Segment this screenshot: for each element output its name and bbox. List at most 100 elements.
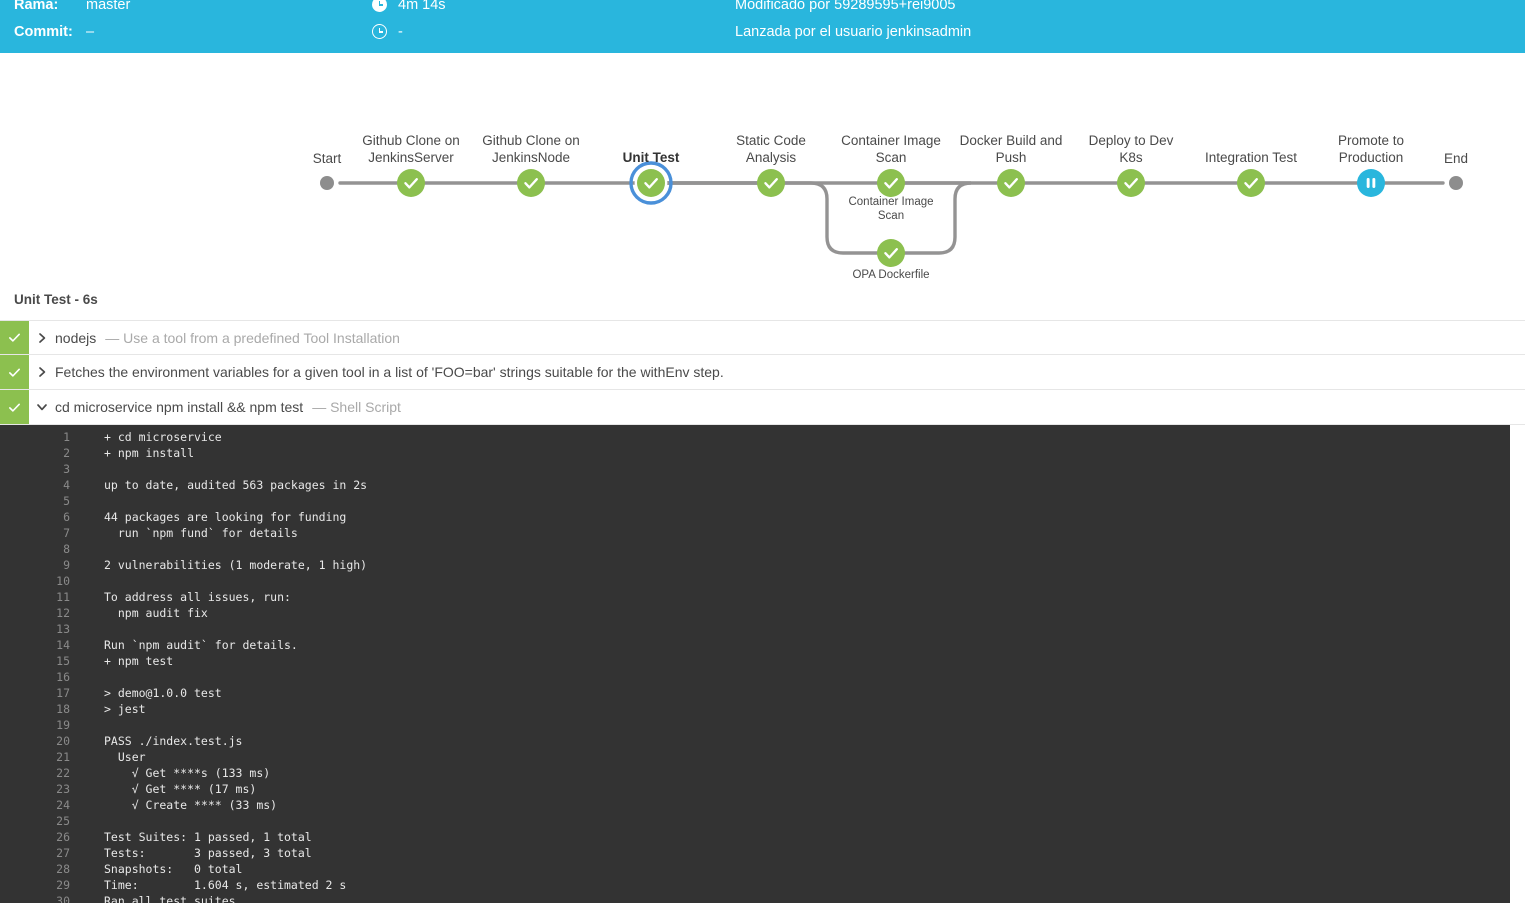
console-line-number: 26 [56,830,70,844]
console-line-text: run `npm fund` for details [104,526,298,540]
console-line-number: 17 [56,686,70,700]
stage-label-end[interactable]: End [1443,151,1469,166]
chevron-right-icon[interactable] [29,366,55,378]
console-line-text [78,493,104,509]
pipeline-node-stage-6[interactable] [1117,169,1145,197]
chevron-down-icon[interactable] [29,401,55,413]
console-line-text [78,621,104,637]
pipeline-node-end[interactable] [1449,176,1463,190]
console-log-line: 5 [0,493,1510,509]
duration-clock-icon [372,0,387,12]
pipeline-graph: Start Github Clone on JenkinsServer Github… [0,53,1525,290]
console-line-number: 29 [56,878,70,892]
console-line-number: 9 [63,558,70,572]
console-log-line: 20 PASS ./index.test.js [0,733,1510,749]
pipeline-node-stage-3[interactable] [757,169,785,197]
console-line-text: > demo@1.0.0 test [104,686,222,700]
console-line-text: Test Suites: 1 passed, 1 total [104,830,312,844]
console-log-line: 22 √ Get ****s (133 ms) [0,765,1510,781]
console-line-text: npm audit fix [104,606,208,620]
stage-label-5[interactable]: Docker Build and Push [959,133,1063,165]
console-line-number: 25 [56,814,70,828]
console-log-line: 29 Time: 1.604 s, estimated 2 s [0,877,1510,893]
pipeline-node-stage-5[interactable] [997,169,1025,197]
console-line-number: 22 [56,766,70,780]
console-line-number: 18 [56,702,70,716]
step-row[interactable]: cd microservice npm install && npm test—… [0,390,1525,425]
console-log-line: 12 npm audit fix [0,605,1510,621]
changed-by-text: Modificado por 59289595+rei9005 [735,0,956,13]
chevron-right-icon[interactable] [29,332,55,344]
pipeline-node-stage-7[interactable] [1237,169,1265,197]
stage-label-7[interactable]: Integration Test [1204,150,1298,165]
console-line-text: Time: 1.604 s, estimated 2 s [104,878,347,892]
console-line-text: PASS ./index.test.js [104,734,243,748]
stage-label-0[interactable]: Github Clone on JenkinsServer [362,133,460,165]
console-log-line: 26 Test Suites: 1 passed, 1 total [0,829,1510,845]
console-log-line: 18> jest [0,701,1510,717]
console-line-text: up to date, audited 563 packages in 2s [104,478,368,492]
step-status-success-icon [0,355,29,389]
console-log-line: 7 run `npm fund` for details [0,525,1510,541]
stage-label-1[interactable]: Github Clone on JenkinsNode [482,133,580,165]
console-log-line: 13 [0,621,1510,637]
console-line-number: 14 [56,638,70,652]
step-label: cd microservice npm install && npm test [55,399,304,415]
branch-value: master [86,0,131,13]
console-line-text: 44 packages are looking for funding [104,510,347,524]
pipeline-node-stage-4[interactable] [877,169,905,197]
console-line-text [78,541,104,557]
stage-label-4[interactable]: Container Image Scan [841,133,941,165]
step-row[interactable]: nodejs— Use a tool from a predefined Too… [0,320,1525,355]
pending-row: - [372,18,446,45]
branch-label: Rama: [14,0,59,13]
run-header: Rama: master Commit: – 4m 14s - Modifica… [0,0,1525,53]
pipeline-node-stage-2[interactable] [637,169,665,197]
stage-label-8[interactable]: Promote to Production [1337,133,1405,165]
console-line-text: √ Get **** (17 ms) [104,782,257,796]
console-line-text: Snapshots: 0 total [104,862,243,876]
commit-value: – [86,23,95,40]
console-line-number: 10 [56,574,70,588]
stage-label-start[interactable]: Start [312,151,342,166]
console-log-line: 15+ npm test [0,653,1510,669]
console-line-number: 20 [56,734,70,748]
branch-row: Rama: master [14,0,130,18]
step-row[interactable]: Fetches the environment variables for a … [0,355,1525,390]
console-log-line: 25 [0,813,1510,829]
console-line-text [78,669,104,685]
pipeline-node-stage-8[interactable] [1357,169,1385,197]
console-line-number: 2 [63,446,70,460]
branch-label-1[interactable]: OPA Dockerfile [852,269,930,281]
console-line-number: 27 [56,846,70,860]
step-status-success-icon [0,390,29,424]
console-line-text: + npm test [104,654,174,668]
stage-label-3[interactable]: Static Code Analysis [736,133,806,165]
pipeline-node-stage-1[interactable] [517,169,545,197]
console-line-number: 23 [56,782,70,796]
pipeline-node-start[interactable] [320,176,334,190]
console-line-text: Tests: 3 passed, 3 total [104,846,312,860]
console-line-number: 8 [63,542,70,556]
console-log-line: 3 [0,461,1510,477]
pending-value: - [398,23,403,40]
commit-row: Commit: – [14,18,130,45]
commit-label: Commit: [14,23,73,40]
stage-label-2[interactable]: Unit Test [622,150,680,165]
branch-label-0[interactable]: Container Image Scan [848,196,934,222]
console-line-text: User [104,750,146,764]
stage-label-6[interactable]: Deploy to Dev K8s [1088,133,1174,165]
console-log-line: 2+ npm install [0,445,1510,461]
console-log-line: 8 [0,541,1510,557]
pipeline-node-stage-0[interactable] [397,169,425,197]
started-by-row: Lanzada por el usuario jenkinsadmin [735,18,971,45]
console-line-number: 11 [56,590,70,604]
console-line-text: + cd microservice [104,430,222,444]
pipeline-node-branch-1[interactable] [877,239,905,267]
console-line-text: Ran all test suites. [104,894,243,903]
console-log-line: 27 Tests: 3 passed, 3 total [0,845,1510,861]
